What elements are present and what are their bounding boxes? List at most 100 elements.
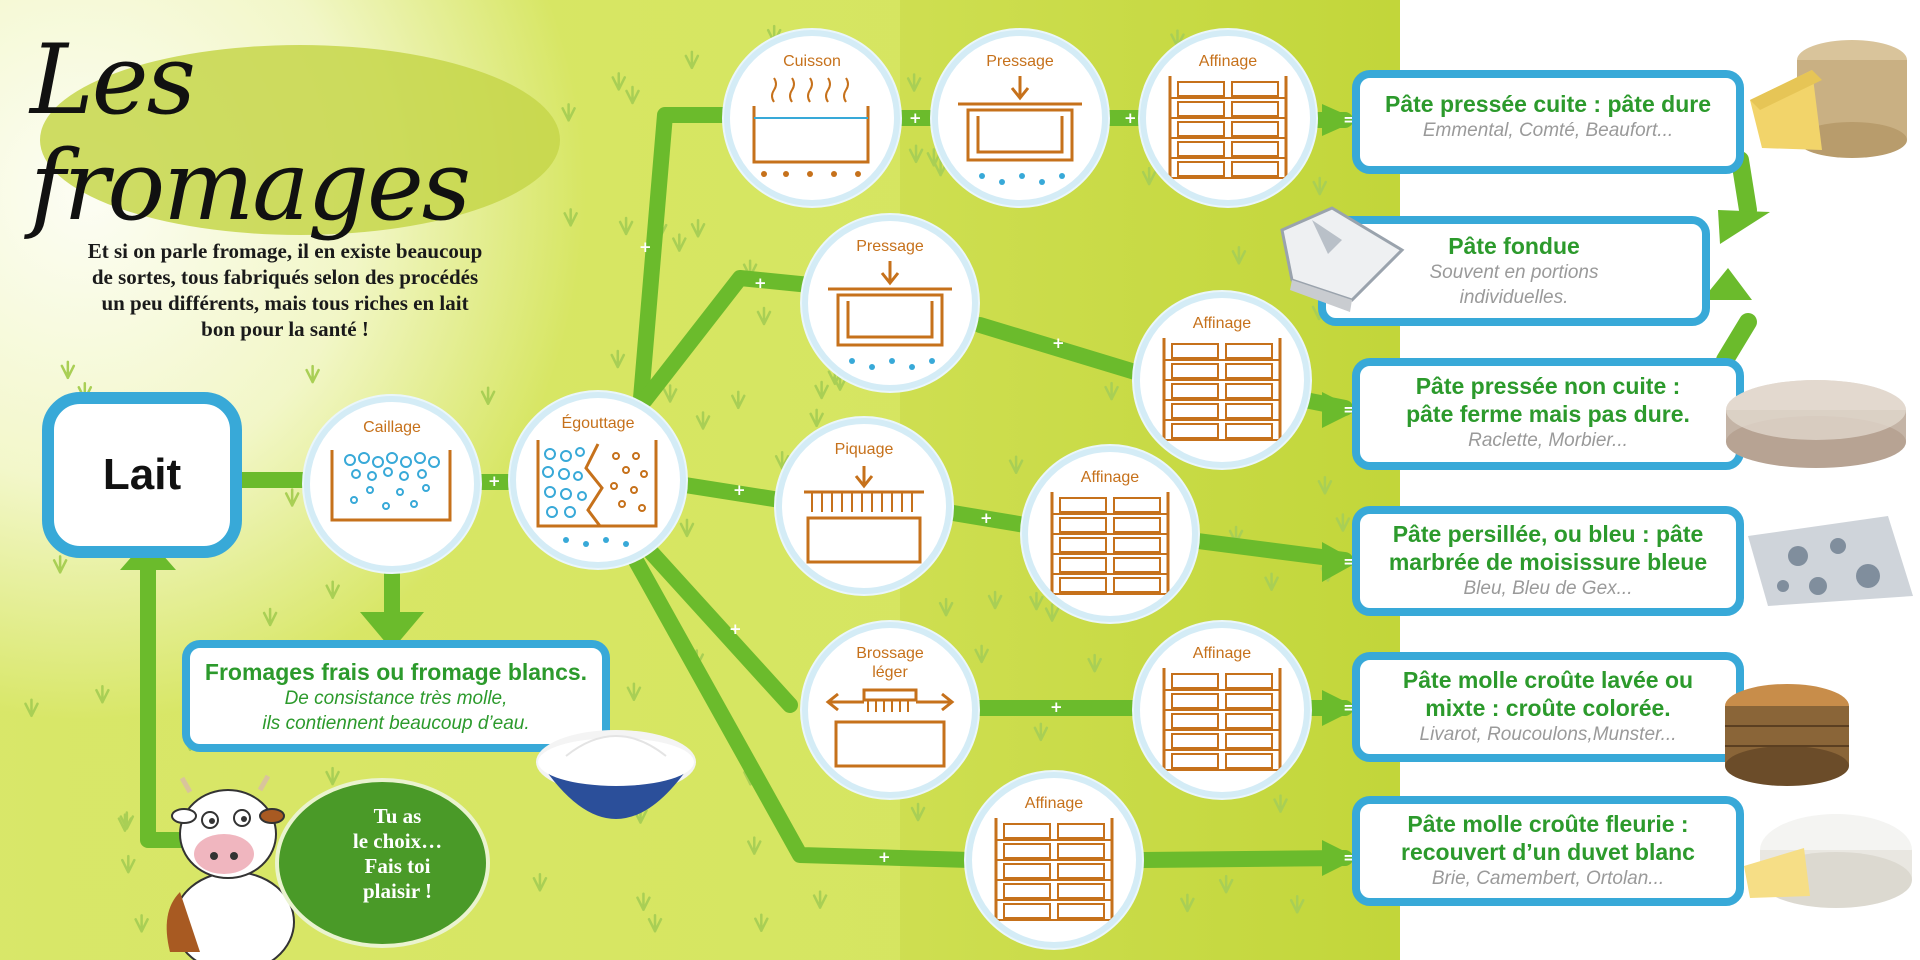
yogurt-bowl-image — [536, 730, 696, 819]
step-affinage: Affinage — [1022, 446, 1198, 622]
grass-tuft — [625, 85, 640, 105]
grass-tuft — [910, 802, 926, 822]
step-affinage: Affinage — [1140, 30, 1316, 206]
grass-tuft — [906, 73, 922, 92]
result-title: Pâte pressée non cuite : — [1415, 373, 1681, 399]
step-label: Affinage — [1080, 469, 1140, 486]
plus-sign: + — [488, 472, 501, 490]
step-piquage: Piquage — [776, 418, 952, 594]
brush-icon — [825, 688, 955, 768]
grass-tuft — [561, 103, 576, 122]
grass-tuft — [563, 208, 578, 227]
plus-sign: + — [729, 620, 742, 638]
grass-tuft — [52, 555, 68, 574]
grass-tuft — [1044, 603, 1060, 622]
grass-tuft — [774, 451, 790, 470]
step-label: Affinage — [1192, 645, 1252, 662]
intro-line: un peu différents, mais tous riches en l… — [101, 291, 469, 315]
grass-tuft — [908, 144, 924, 164]
result-title: Pâte pressée cuite : pâte dure — [1385, 91, 1711, 117]
grass-tuft — [325, 766, 340, 786]
grass-tuft — [679, 518, 695, 538]
grass-tuft — [618, 216, 634, 236]
page-title: Les fromages — [30, 24, 471, 242]
plus-sign: + — [909, 109, 922, 127]
grass-tuft — [814, 380, 829, 400]
grass-tuft — [117, 813, 133, 832]
result-examples: individuelles. — [1459, 287, 1569, 308]
grass-tuft — [532, 873, 548, 892]
plus-sign: + — [1052, 334, 1065, 352]
grass-tuft — [1273, 794, 1288, 813]
grass-tuft — [24, 698, 39, 718]
needle-icon — [804, 466, 924, 564]
grass-tuft — [754, 913, 769, 932]
result-title: Pâte fondue — [1448, 233, 1580, 259]
cheese-image-fondue — [1280, 206, 1405, 312]
result-title: pâte ferme mais pas dure. — [1406, 401, 1690, 427]
plus-sign: + — [754, 274, 767, 292]
intro-line: bon pour la santé ! — [201, 317, 369, 341]
grass-tuft — [974, 644, 989, 664]
speech-bubble: Tu as le choix… Fais toi plaisir ! — [275, 778, 490, 948]
press-icon — [958, 76, 1082, 185]
bubble-line: Fais toi — [364, 854, 431, 878]
result-pate-fondue: Pâte fondue Souvent en portions individu… — [1318, 216, 1710, 326]
grass-tuft — [938, 597, 954, 617]
grass-tuft — [1231, 246, 1247, 265]
step-pressage: Pressage — [932, 30, 1108, 206]
grass-tuft — [1317, 476, 1333, 495]
grass-tuft — [747, 836, 762, 855]
result-description: ils contiennent beaucoup d’eau. — [262, 713, 530, 734]
press-icon — [828, 261, 952, 370]
intro-line: de sortes, tous fabriqués selon des proc… — [91, 265, 479, 289]
step-label: Pressage — [856, 238, 924, 255]
result-pate-pressee-non-cuite: Pâte pressée non cuite : pâte ferme mais… — [1352, 358, 1744, 470]
shelf-icon — [1168, 76, 1288, 184]
bubble-line: le choix… — [352, 829, 443, 853]
start-node-lait: Lait — [42, 392, 242, 558]
grass-tuft — [480, 386, 496, 406]
grass-tuft — [1029, 591, 1044, 611]
result-fromages-frais: Fromages frais ou fromage blancs. De con… — [182, 640, 610, 752]
result-examples: Emmental, Comté, Beaufort... — [1422, 120, 1674, 141]
plus-sign: + — [1050, 698, 1063, 716]
result-title: marbrée de moisissure bleue — [1388, 549, 1708, 575]
drain-icon — [536, 440, 658, 547]
step-affinage: Affinage — [1134, 292, 1310, 468]
intro-line: Et si on parle fromage, il en existe bea… — [87, 239, 483, 263]
cooking-pot-icon — [752, 77, 870, 177]
grass-tuft — [672, 233, 687, 252]
result-pate-molle-lavee: Pâte molle croûte lavée ou mixte : croût… — [1352, 652, 1744, 762]
grass-tuft — [325, 580, 340, 599]
grass-tuft — [121, 854, 136, 874]
grass-tuft — [1264, 572, 1279, 591]
step-egouttage: Égouttage — [510, 392, 686, 568]
grass-tuft — [695, 411, 711, 430]
result-examples: Souvent en portions — [1429, 262, 1599, 283]
step-label: Affinage — [1198, 53, 1258, 70]
step-label-line: Brossage — [856, 645, 924, 662]
step-label: Piquage — [834, 441, 894, 458]
plus-sign: + — [639, 238, 652, 256]
grass-tuft — [1312, 176, 1327, 196]
step-label: Caillage — [363, 419, 421, 436]
grass-tuft — [684, 50, 700, 70]
grass-tuft — [1335, 513, 1351, 532]
cheese-image-bloomy-rind — [1744, 814, 1912, 908]
result-pate-molle-fleurie: Pâte molle croûte fleurie : recouvert d’… — [1352, 796, 1744, 906]
intro-text: Et si on parle fromage, il en existe bea… — [30, 238, 540, 342]
plus-sign: + — [878, 848, 891, 866]
shelf-icon — [1162, 668, 1282, 776]
step-label: Pressage — [986, 53, 1054, 70]
step-label: Égouttage — [561, 415, 635, 432]
grass-tuft — [756, 306, 772, 326]
result-title: recouvert d’un duvet blanc — [1401, 839, 1695, 865]
grass-tuft — [1087, 653, 1102, 673]
cheese-image-semi-hard — [1726, 380, 1906, 468]
result-description: De consistance très molle, — [284, 688, 508, 709]
step-label-line: léger — [872, 664, 908, 681]
step-affinage: Affinage — [966, 772, 1142, 948]
step-cuisson: Cuisson — [724, 30, 900, 206]
grass-tuft — [1180, 893, 1195, 913]
